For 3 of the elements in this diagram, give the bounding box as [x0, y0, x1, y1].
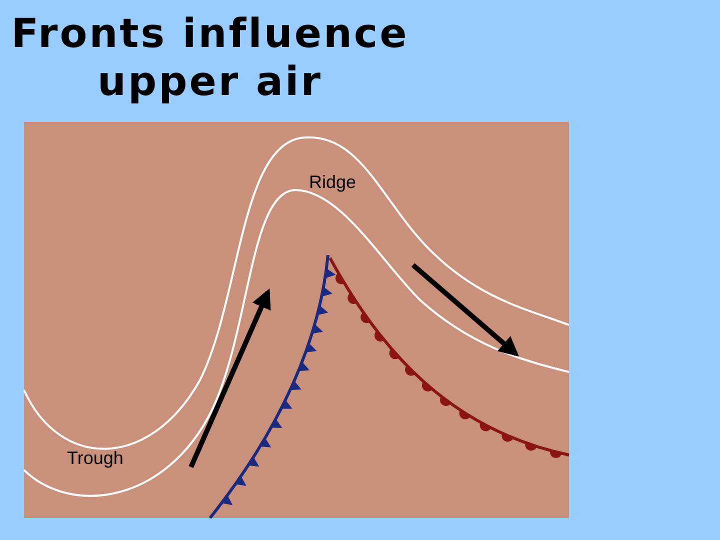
title: Fronts influence upper air [10, 10, 410, 106]
ridge-label: Ridge [309, 172, 356, 193]
trough-label: Trough [67, 448, 124, 469]
